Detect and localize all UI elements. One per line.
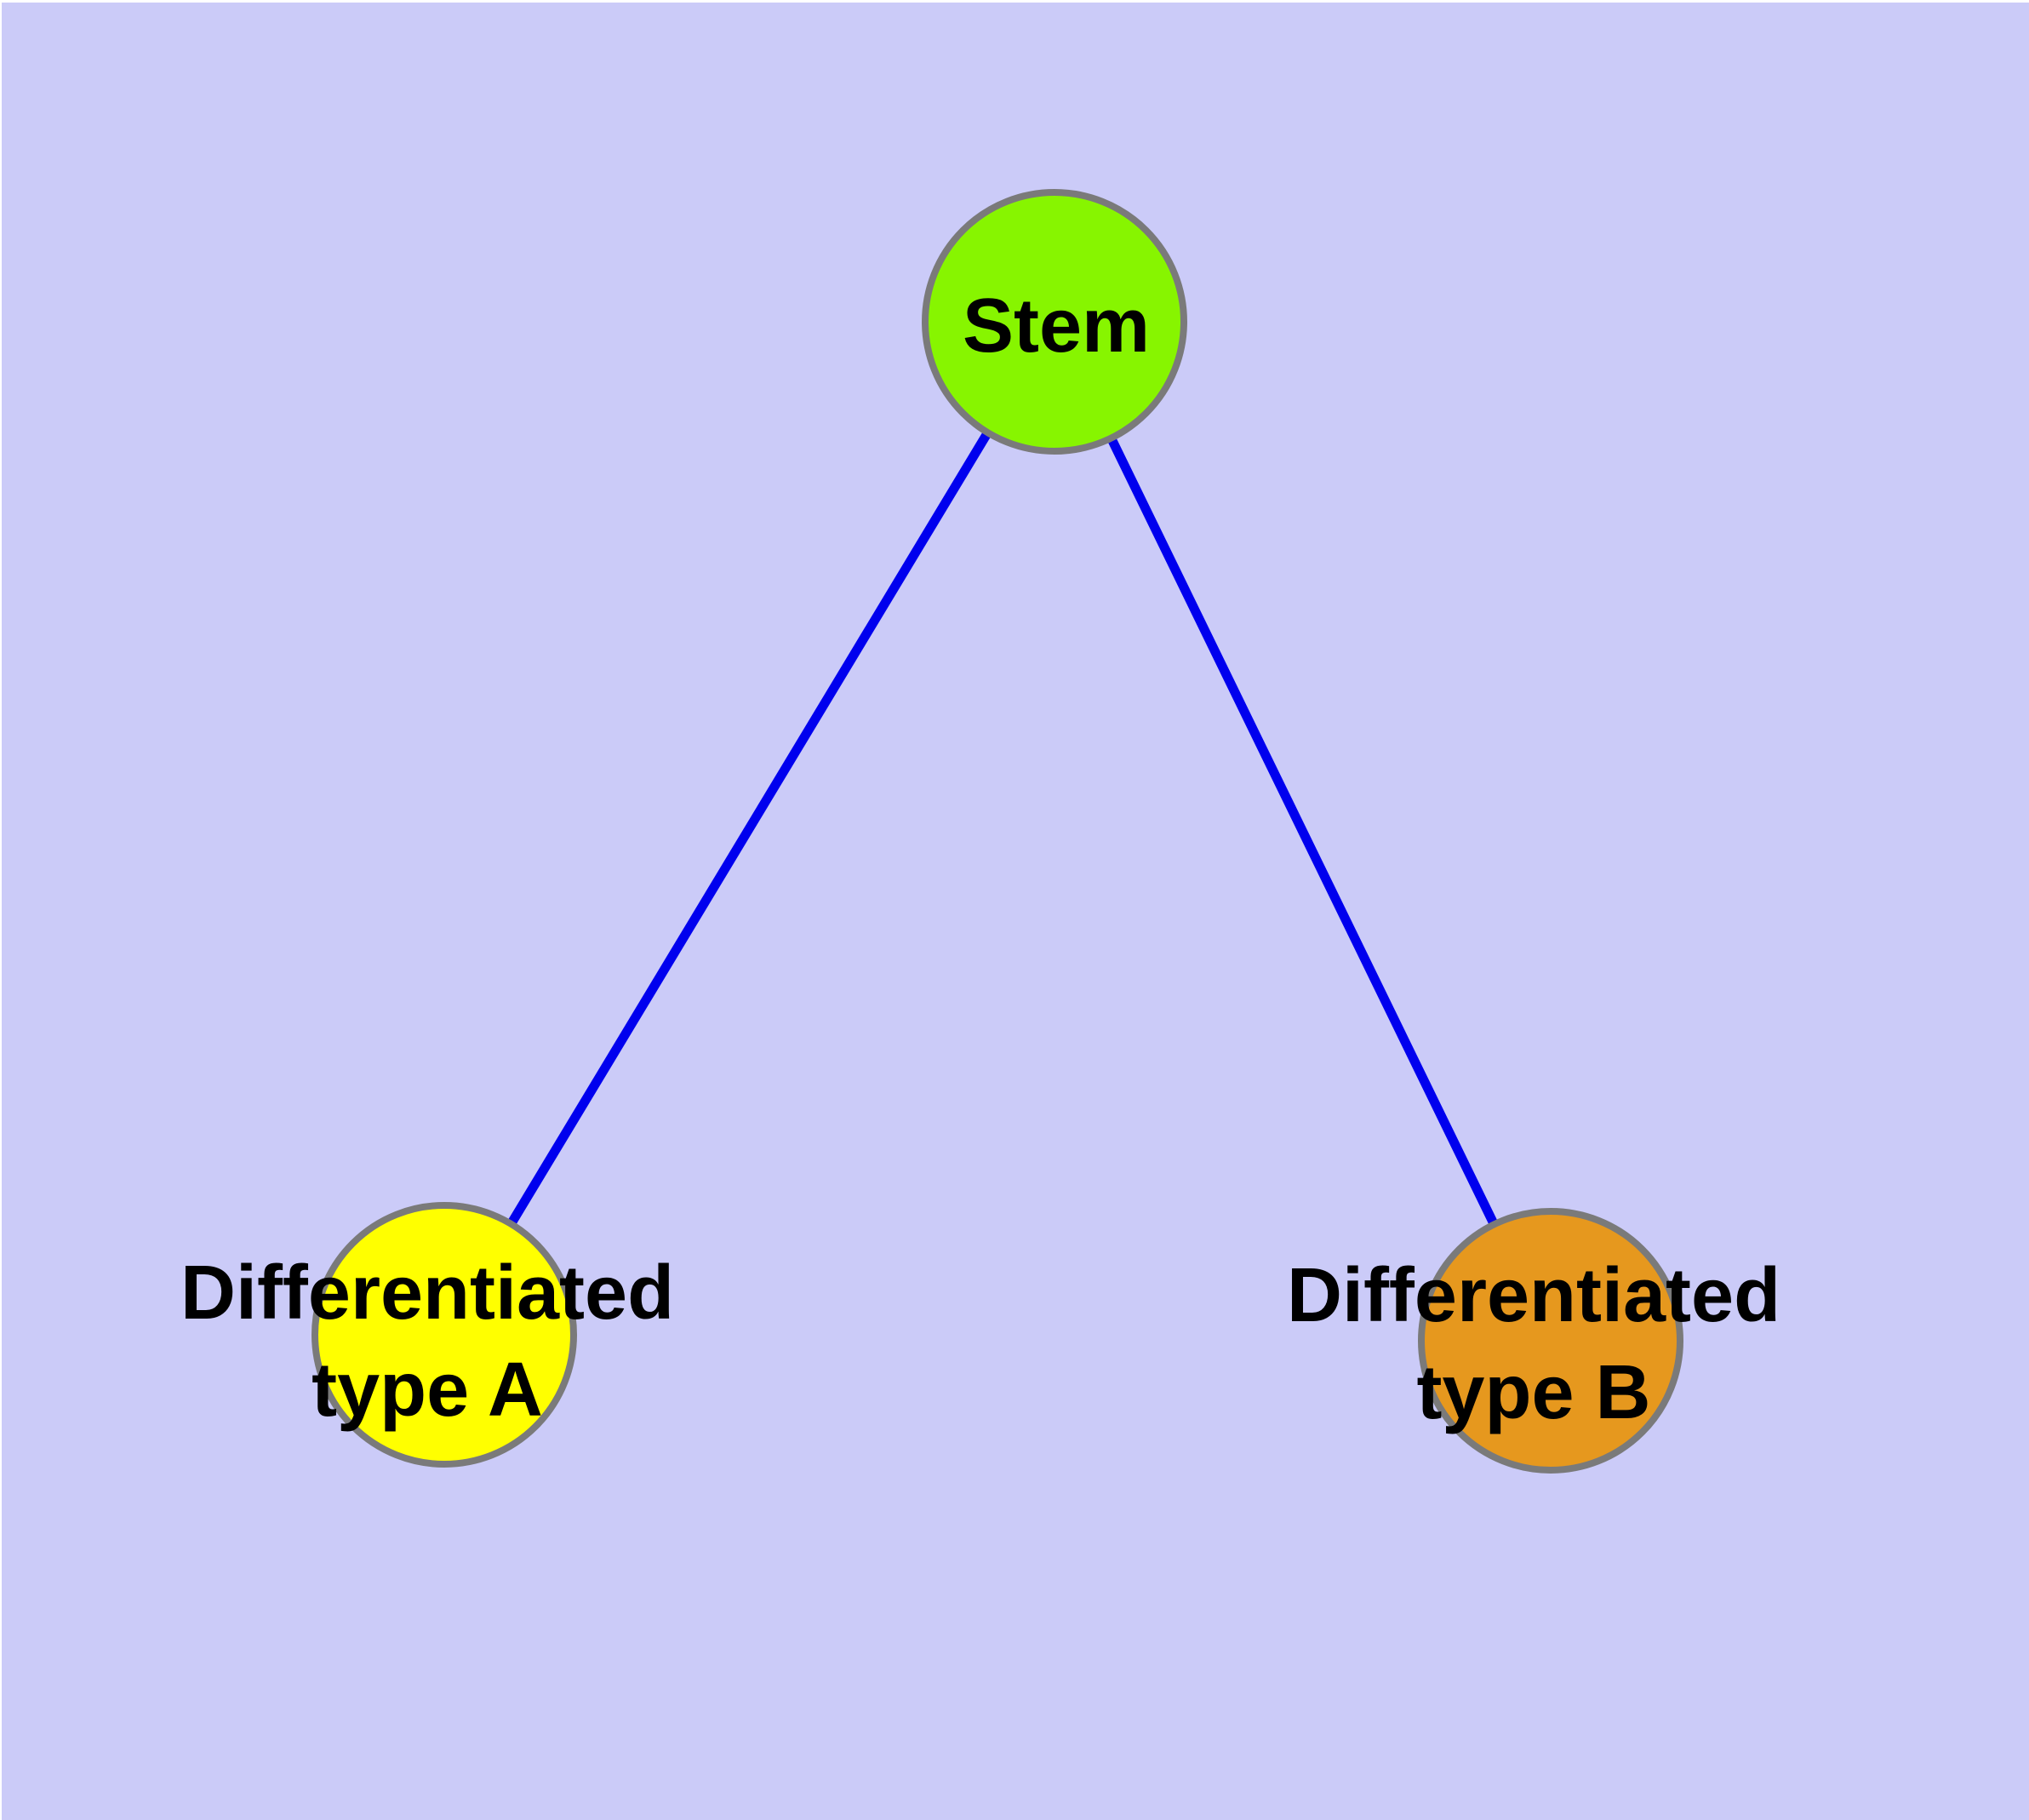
node-stem <box>922 189 1187 455</box>
edge-stem-to-type-a <box>440 319 1059 1337</box>
node-type-b <box>1418 1208 1683 1474</box>
node-type-a <box>311 1202 577 1468</box>
graph-svg <box>311 189 1683 1474</box>
node-label-type-b: Differentiated type B <box>1287 1247 1780 1441</box>
node-label-type-a-line2: type A <box>311 1348 543 1433</box>
node-label-type-a-line1: Differentiated <box>180 1251 675 1336</box>
node-label-type-b-line2: type B <box>1416 1350 1651 1435</box>
node-label-type-a: Differentiated type A <box>180 1245 674 1439</box>
node-label-type-b-line1: Differentiated <box>1286 1253 1781 1338</box>
edge-stem-to-type-b <box>1050 319 1555 1343</box>
edge-group <box>440 319 1555 1343</box>
node-label-stem: Stem <box>962 283 1151 369</box>
node-group <box>311 189 1683 1474</box>
